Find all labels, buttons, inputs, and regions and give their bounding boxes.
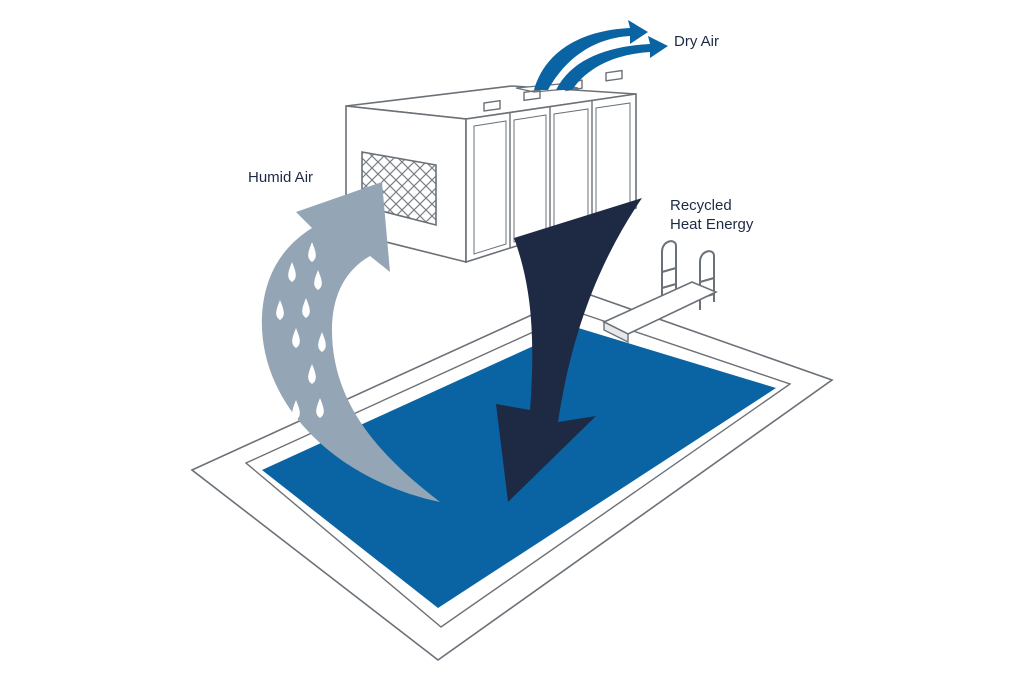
water-drop-icon — [314, 270, 322, 290]
dry-air-label: Dry Air — [674, 33, 719, 50]
water-drop-icon — [292, 400, 300, 420]
recycled-heat-energy-label: Recycled Heat Energy — [670, 196, 753, 234]
water-drop-icon — [292, 328, 300, 348]
water-drop-icon — [308, 242, 316, 262]
water-drop-icon — [308, 364, 316, 384]
recycled-label-line-2: Heat Energy — [670, 216, 754, 233]
dry-air-arrow — [534, 20, 668, 90]
humid-air-arrow — [261, 182, 440, 502]
water-drop-icon — [302, 298, 310, 318]
water-drop-icon — [276, 300, 284, 320]
recycled-label-line-1: Recycled — [670, 197, 732, 214]
water-drop-icon — [288, 262, 296, 282]
water-drops — [276, 242, 326, 420]
water-drop-icon — [318, 332, 326, 352]
diving-board-front — [603, 320, 629, 344]
humid-air-label: Humid Air — [248, 169, 314, 186]
recycled-heat-arrow — [496, 198, 642, 502]
water-drop-icon — [316, 398, 324, 418]
